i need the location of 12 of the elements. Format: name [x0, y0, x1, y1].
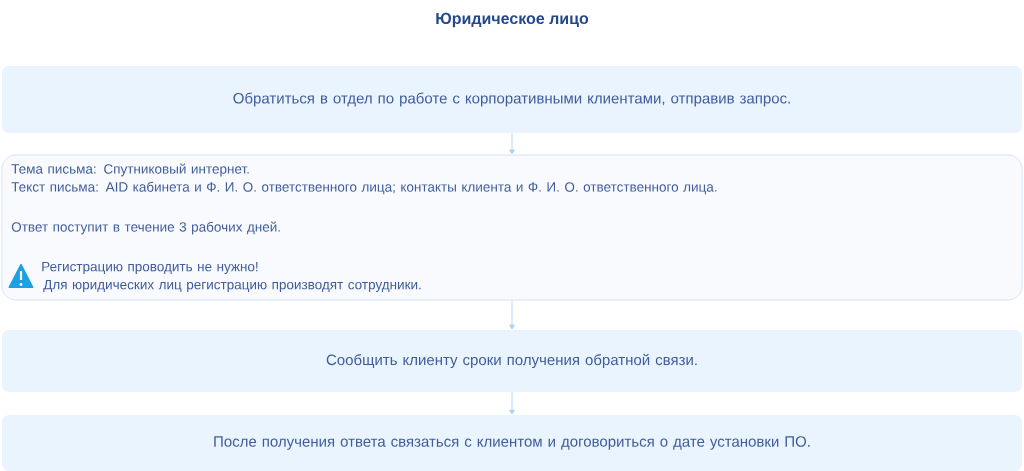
arrow [509, 132, 515, 155]
arrow [509, 300, 515, 330]
arrow [509, 391, 515, 415]
note-text: Тема письма: Спутниковый интернет. [11, 163, 249, 177]
process-box: Сообщить клиенту сроки получения обратной связи. [2, 330, 1022, 392]
title: Юридическое лицо [436, 12, 589, 28]
note-text: Регистрацию проводить не нужно! [42, 261, 258, 275]
note-text: Текст письма: AID кабинета и Ф. И. О. ответственного лица; контакты клиента и Ф. И. О. ответственного лица. [11, 181, 717, 195]
process-box: Обратиться в отдел по работе с корпоративными клиентами, отправив запрос. [2, 66, 1022, 133]
note-text: Ответ поступит в течение 3 рабочих дней. [11, 221, 280, 235]
process-box: После получения ответа связаться с клиентом и договориться о дате установки ПО. [2, 415, 1022, 471]
note-text: Для юридических лиц регистрацию производят сотрудники. [43, 279, 421, 293]
